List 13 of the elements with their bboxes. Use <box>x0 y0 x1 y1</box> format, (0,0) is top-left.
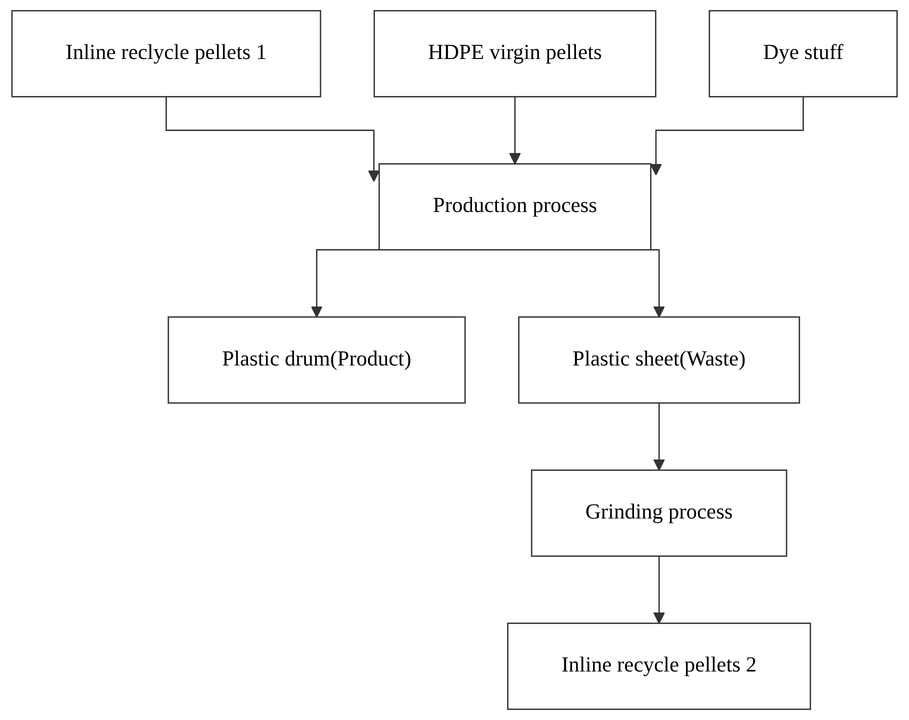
arrow <box>166 96 380 182</box>
node-box: Plastic drum(Product) <box>168 316 466 404</box>
node-box: Grinding process <box>530 469 788 557</box>
node-box: HDPE virgin pellets <box>374 10 656 98</box>
node-box: Inline recycle pellets 2 <box>507 622 812 710</box>
arrow <box>509 96 521 164</box>
arrow <box>653 555 665 624</box>
node-box: Plastic sheet(Waste) <box>518 316 800 404</box>
node-box: Production process <box>378 163 652 251</box>
node-box: Inline reclycle pellets 1 <box>11 10 322 98</box>
arrow <box>650 96 804 176</box>
node-box: Dye stuff <box>708 10 898 98</box>
arrow <box>653 402 665 471</box>
